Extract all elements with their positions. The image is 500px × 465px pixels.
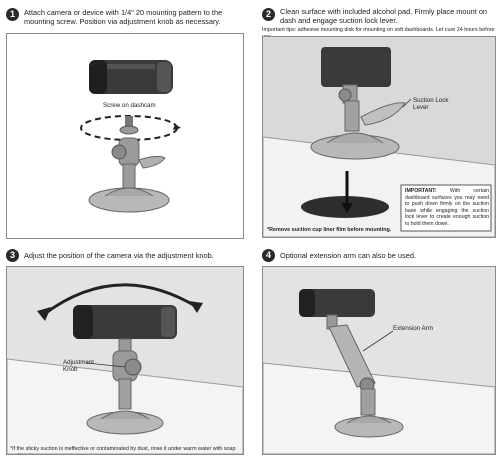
- lever-label: Suction Lock Lever: [413, 97, 449, 111]
- extension-arm: [328, 324, 376, 388]
- camera-device: [299, 289, 375, 317]
- screw-label: Screw on dashcam: [103, 102, 156, 109]
- camera-device: [89, 60, 173, 94]
- adjustment-knob: [124, 358, 142, 376]
- dashboard: [263, 362, 495, 454]
- step-4-badge: 4: [262, 249, 275, 262]
- step-4-instruction: Optional extension arm can also be used.: [280, 251, 416, 260]
- adjust-arrow-icon: [42, 283, 198, 317]
- knob-label: Adjustment Knob: [63, 359, 94, 373]
- step-1-badge: 1: [6, 8, 19, 21]
- step-4-illustration: [263, 267, 495, 454]
- step-2-illustration: [263, 37, 495, 237]
- step-2-instruction: Clean surface with included alcohol pad.…: [280, 7, 488, 25]
- step-1-illustration: [80, 60, 181, 213]
- step-2-badge: 2: [262, 8, 275, 21]
- step-1-instruction: Attach camera or device with 1/4" 20 mou…: [24, 8, 223, 26]
- step-2-panel: Suction Lock Lever IMPORTANT: With certa…: [262, 36, 496, 238]
- important-title: IMPORTANT:: [405, 188, 437, 194]
- film-note: *Remove suction cup liner film before mo…: [267, 227, 392, 233]
- step-3-footnote: *If the sticky suction is ineffective or…: [10, 446, 236, 454]
- mounting-screw: [125, 116, 133, 130]
- camera-device: [321, 47, 391, 87]
- step-3-instruction: Adjust the position of the camera via th…: [24, 251, 214, 260]
- camera-device: [73, 305, 177, 339]
- arm-label: Extension Arm: [393, 325, 433, 332]
- step-3-illustration: [7, 267, 243, 454]
- important-box: IMPORTANT: With certain dashboard surfac…: [405, 188, 489, 228]
- step-1-panel: Screw on dashcam: [6, 33, 244, 239]
- suction-lock-lever: [360, 102, 406, 126]
- step-3-panel: Adjustment Knob *If the sticky suction i…: [6, 266, 244, 455]
- important-text: With certain dashboard surfaces you may …: [405, 188, 489, 227]
- step-4-panel: Extension Arm: [262, 266, 496, 455]
- step-3-badge: 3: [6, 249, 19, 262]
